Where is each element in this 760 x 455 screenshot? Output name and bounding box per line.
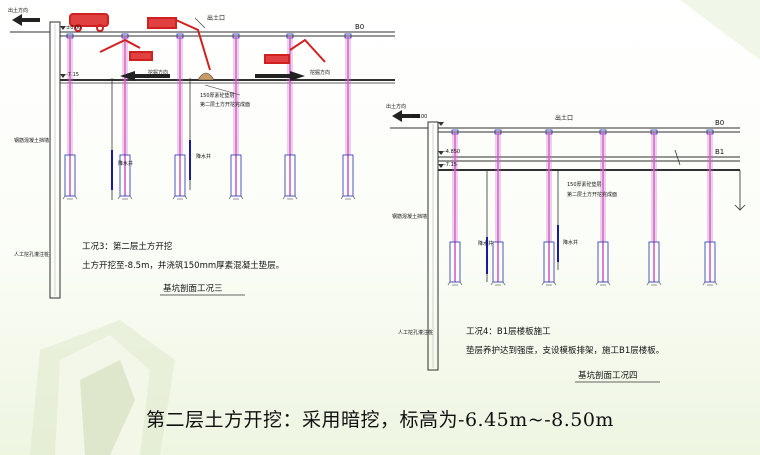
pump-well-label-1-right: 降水井 — [478, 240, 493, 247]
level-slab-left: -7.15 — [66, 72, 79, 78]
pile-right-5 — [646, 129, 662, 286]
retaining-wall-left — [49, 21, 61, 299]
description-line1-left: 工况3：第二层土方开挖 — [82, 241, 173, 252]
soil-direction-arrow-right — [392, 110, 420, 122]
pump-well-label-2-right: 降水井 — [563, 239, 578, 246]
slide-caption: 第二层土方开挖：采用暗挖，标高为-6.45m~-8.50m — [146, 409, 614, 431]
dig-direction-label-1: 挖掘方向 — [148, 69, 168, 76]
dig-direction-arrow-1 — [120, 71, 170, 81]
description-line2-right: 垫层养护达到强度，支设模板排架，施工B1层楼板。 — [466, 345, 664, 356]
retaining-wall-label-left: 钢筋混凝土挡墙 — [14, 137, 49, 144]
dump-truck-icon — [69, 13, 109, 27]
pump-well-label-2-left: 降水井 — [196, 153, 211, 160]
cushion-label-right: 150厚素砼垫层 — [567, 181, 602, 188]
soil-direction-arrow-left — [12, 14, 40, 26]
small-excavator-icon — [264, 54, 290, 64]
pile-right-2 — [490, 129, 506, 286]
b0-label-left: B0 — [355, 23, 364, 31]
section-title-right: 基坑剖面工况四 — [578, 370, 638, 381]
soil-mound — [197, 72, 215, 81]
pile-left-6 — [340, 33, 356, 200]
dig-direction-label-2: 挖掘方向 — [310, 69, 330, 76]
artificial-pile-label-right: 人工挖孔灌注桩 — [398, 329, 433, 336]
pile-left-4 — [228, 33, 244, 200]
retaining-wall-right — [427, 121, 439, 371]
pile-left-2 — [117, 33, 133, 200]
excavator-arm-icon — [99, 38, 141, 53]
cushion-label-left: 150厚素砼垫层 — [200, 92, 235, 99]
b1-label-right: B1 — [715, 148, 724, 156]
section-title-left: 基坑剖面工况三 — [163, 283, 223, 294]
excavator-icon — [147, 17, 177, 29]
outlet-label-right: 出土口 — [555, 114, 573, 122]
description-line2-left: 土方开挖至-8.5m，并浇筑150mm厚素混凝土垫层。 — [82, 260, 284, 271]
pile-left-1 — [62, 33, 78, 200]
artificial-pile-label-left: 人工挖孔灌注桩 — [14, 251, 49, 258]
soil-direction-label-right: 出土方向 — [386, 103, 406, 110]
level-top-right: ±0.00 — [412, 114, 427, 120]
pile-left-3 — [172, 33, 188, 200]
dig-direction-arrow-2 — [255, 71, 305, 81]
pile-right-4 — [595, 129, 611, 286]
level-top-left: ±0.00 — [66, 25, 81, 31]
b0-label-right: B0 — [715, 119, 724, 127]
excavation-surface-label-left: 第二层土方开挖完成面 — [200, 101, 250, 108]
excavator-group-left — [69, 13, 326, 71]
description-line1-right: 工况4：B1层楼板施工 — [466, 326, 551, 337]
pile-right-6 — [702, 129, 718, 286]
level-mid-right: -4.850 — [444, 149, 460, 155]
outlet-label-left: 出土口 — [207, 14, 225, 22]
excavation-surface-label-right: 第二层土方开挖完成面 — [567, 191, 617, 198]
pump-well-label-1-left: 降水井 — [118, 160, 133, 167]
soil-direction-label-left: 出土方向 — [8, 7, 28, 14]
pile-right-3 — [541, 129, 557, 286]
retaining-wall-label-right: 钢筋混凝土挡墙 — [392, 213, 427, 220]
level-low-right: -7.15 — [444, 162, 457, 168]
pile-right-1 — [447, 129, 463, 286]
